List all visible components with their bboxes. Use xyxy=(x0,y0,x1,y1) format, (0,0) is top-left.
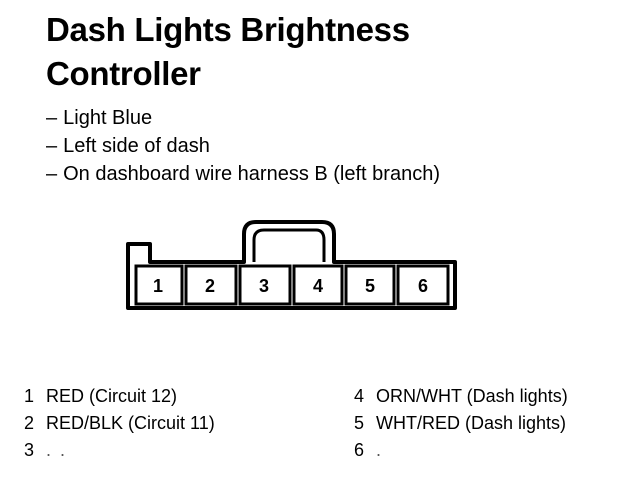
description-item: –Light Blue xyxy=(46,104,440,132)
title-line-2: Controller xyxy=(46,55,201,92)
pin-label-2: 2 xyxy=(205,276,215,296)
description-item: –On dashboard wire harness B (left branc… xyxy=(46,160,440,188)
pin-list-right: 4 ORN/WHT (Dash lights) 5 WHT/RED (Dash li… xyxy=(354,383,568,464)
pin-list-item: 2 RED/BLK (Circuit 11) xyxy=(24,410,215,437)
pin-label-5: 5 xyxy=(365,276,375,296)
pin-list-item: 4 ORN/WHT (Dash lights) xyxy=(354,383,568,410)
pin-number: 6 xyxy=(354,440,365,460)
pin-cell-5 xyxy=(344,264,396,306)
pin-cell-2 xyxy=(184,264,238,306)
pin-label-4: 4 xyxy=(313,276,323,296)
pin-cells xyxy=(134,264,450,306)
pin-label-3: 3 xyxy=(259,276,269,296)
pin-number: 4 xyxy=(354,386,365,406)
connector-key-tab xyxy=(252,228,326,262)
description-item: –Left side of dash xyxy=(46,132,440,160)
pin-cell-6 xyxy=(396,264,450,306)
description-text: Light Blue xyxy=(63,107,153,129)
pin-list-item: 5 WHT/RED (Dash lights) xyxy=(354,410,568,437)
pin-list-item: 6. xyxy=(354,437,568,464)
pin-number: 3 xyxy=(24,440,35,460)
pin-description: . . xyxy=(46,440,68,460)
pin-list-item: 1 RED (Circuit 12) xyxy=(24,383,215,410)
pin-cell-4 xyxy=(292,264,344,306)
title-line-1: Dash Lights Brightness xyxy=(46,11,410,48)
pin-label-6: 6 xyxy=(418,276,428,296)
pin-number: 5 xyxy=(354,413,365,433)
pin-description: WHT/RED (Dash lights) xyxy=(376,413,567,433)
pin-list-item: 3 . . xyxy=(24,437,215,464)
pin-cell-1 xyxy=(134,264,184,306)
diagram-title: Dash Lights Brightness Controller xyxy=(46,8,606,96)
pin-description: RED (Circuit 12) xyxy=(46,386,178,406)
pin-description: . xyxy=(376,440,384,460)
description-text: On dashboard wire harness B (left branch… xyxy=(63,163,440,185)
bullet-marker: – xyxy=(46,163,58,185)
bullet-marker: – xyxy=(46,107,58,129)
description-text: Left side of dash xyxy=(63,135,210,157)
description-list: –Light Blue –Left side of dash –On dashb… xyxy=(46,104,440,188)
pin-description: ORN/WHT (Dash lights) xyxy=(376,386,568,406)
pin-number: 2 xyxy=(24,413,35,433)
connector-housing xyxy=(126,220,457,310)
pin-cell-3 xyxy=(238,264,292,306)
bullet-marker: – xyxy=(46,135,58,157)
pin-number: 1 xyxy=(24,386,35,406)
pin-description: RED/BLK (Circuit 11) xyxy=(46,413,215,433)
pin-label-1: 1 xyxy=(153,276,163,296)
